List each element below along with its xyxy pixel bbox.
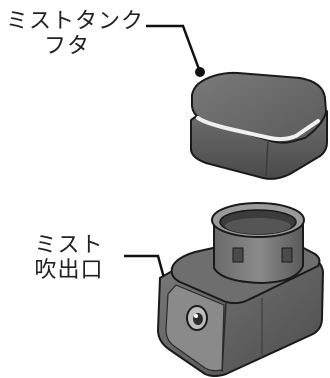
mist-tank-cap [190, 71, 328, 180]
mist-outlet-label-line2: 吹出口 [34, 258, 104, 283]
mist-tank-cap-label: ミストタンク フタ [6, 9, 144, 59]
mist-outlet-label-line1: ミスト [34, 233, 104, 258]
mist-tank-cap-label-line1: ミストタンク [6, 9, 145, 34]
mist-outlet-label: ミスト 吹出口 [16, 233, 122, 283]
cap-leader-line [146, 24, 205, 77]
mist-tank-cap-label-line2: フタ [44, 34, 91, 59]
cap-leader-dot [195, 67, 205, 77]
mist-outlet-base [156, 202, 325, 377]
